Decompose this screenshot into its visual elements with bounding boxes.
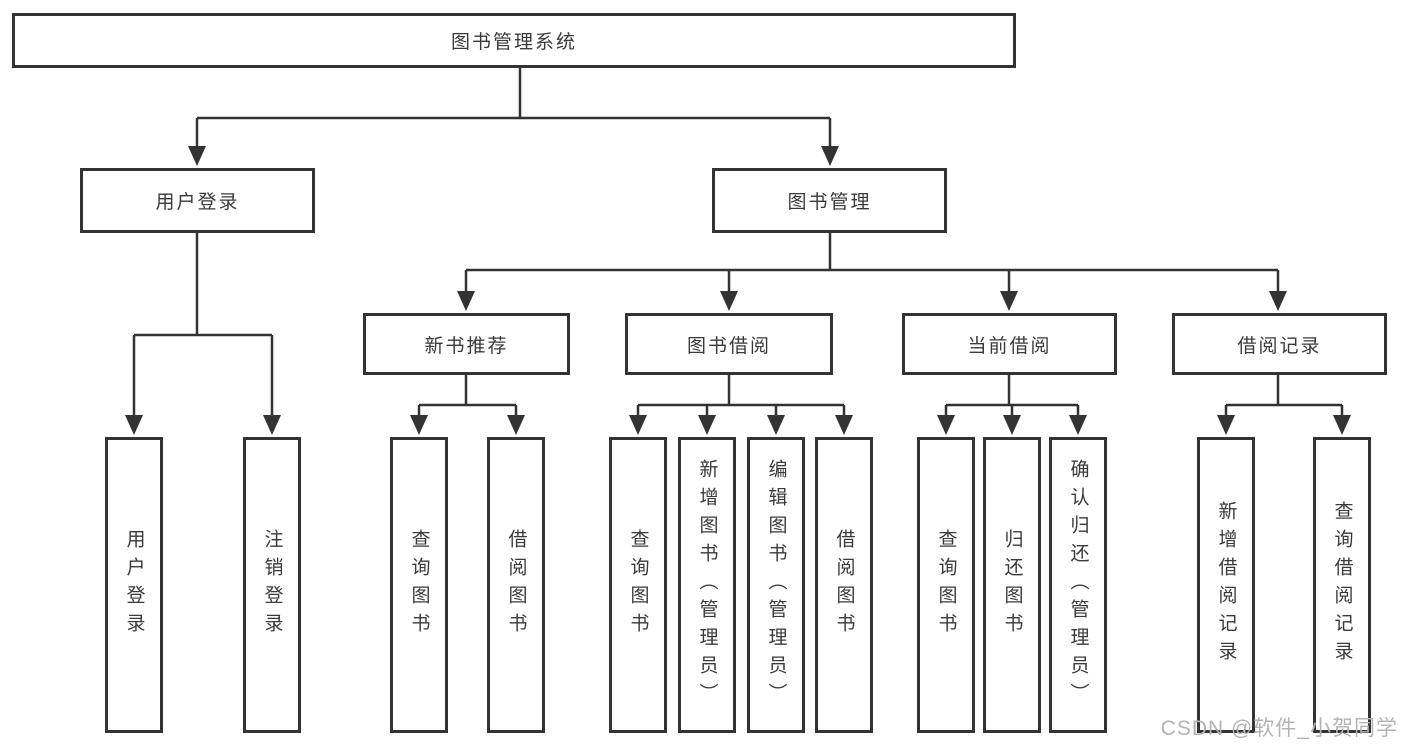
connector-line-current-borrow (946, 375, 1078, 407)
node-root-label: 图书管理系统 (450, 32, 577, 53)
leaf-add-book-admin: 新增图书（管理员） (678, 437, 736, 733)
leaf-query-books-recommend-label: 查询图书 (408, 529, 430, 641)
node-new-book-recommendation-label: 新书推荐 (424, 335, 509, 357)
leaf-borrow-books-recommend-label: 借阅图书 (505, 529, 527, 641)
leaf-query-books-recommend: 查询图书 (390, 437, 448, 733)
node-root: 图书管理系统 (12, 13, 1016, 68)
node-user-login: 用户登录 (80, 168, 315, 233)
leaf-return-books: 归还图书 (983, 437, 1041, 733)
connector-line-root (197, 68, 830, 120)
leaf-logout: 注销登录 (243, 437, 301, 733)
leaf-logout-label: 注销登录 (261, 529, 283, 641)
leaf-query-borrow-record: 查询借阅记录 (1313, 437, 1371, 733)
watermark-text: CSDN @软件_小贺同学 (1160, 717, 1398, 740)
leaf-edit-book-admin-label: 编辑图书（管理员） (765, 459, 787, 711)
node-borrowing-records-label: 借阅记录 (1237, 335, 1322, 357)
node-user-login-label: 用户登录 (155, 192, 240, 213)
node-book-management-label: 图书管理 (787, 192, 872, 213)
leaf-user-login-label: 用户登录 (123, 529, 145, 641)
node-book-management: 图书管理 (712, 168, 947, 233)
leaf-query-books-borrowing-label: 查询图书 (627, 529, 649, 641)
leaf-confirm-return-admin-label: 确认归还（管理员） (1067, 459, 1089, 711)
node-book-borrowing-label: 图书借阅 (686, 335, 771, 357)
leaf-query-books-current: 查询图书 (917, 437, 975, 733)
leaf-borrow-books-recommend: 借阅图书 (487, 437, 545, 733)
leaf-borrow-books-borrowing-label: 借阅图书 (833, 529, 855, 641)
connector-line-book-borrow (638, 375, 844, 407)
leaf-query-books-current-label: 查询图书 (935, 529, 957, 641)
leaf-query-books-borrowing: 查询图书 (609, 437, 667, 733)
connector-line-book-management (466, 233, 1278, 272)
node-borrowing-records: 借阅记录 (1172, 313, 1387, 375)
leaf-edit-book-admin: 编辑图书（管理员） (747, 437, 805, 733)
connector-line-user-login (134, 233, 272, 337)
leaf-add-borrow-record-label: 新增借阅记录 (1215, 501, 1237, 669)
node-book-borrowing: 图书借阅 (625, 313, 833, 375)
leaf-return-books-label: 归还图书 (1001, 529, 1023, 641)
leaf-add-book-admin-label: 新增图书（管理员） (696, 459, 718, 711)
connector-line-new-book (419, 375, 516, 407)
node-current-borrowing: 当前借阅 (902, 313, 1117, 375)
leaf-add-borrow-record: 新增借阅记录 (1197, 437, 1255, 733)
leaf-user-login: 用户登录 (105, 437, 163, 733)
leaf-borrow-books-borrowing: 借阅图书 (815, 437, 873, 733)
leaf-confirm-return-admin: 确认归还（管理员） (1049, 437, 1107, 733)
leaf-query-borrow-record-label: 查询借阅记录 (1331, 501, 1353, 669)
node-current-borrowing-label: 当前借阅 (967, 335, 1052, 357)
connector-line-borrow-records (1226, 375, 1342, 407)
node-new-book-recommendation: 新书推荐 (363, 313, 570, 375)
